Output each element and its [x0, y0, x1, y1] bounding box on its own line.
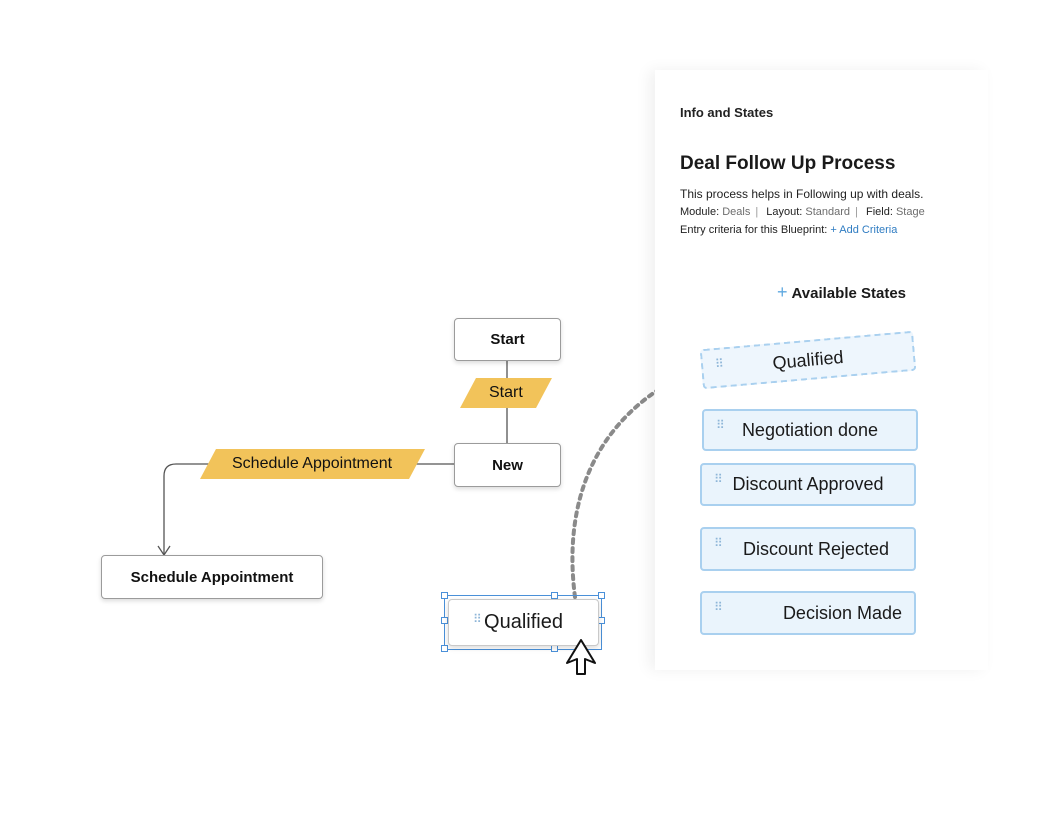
resize-handle[interactable] [551, 592, 558, 599]
resize-handle[interactable] [598, 617, 605, 624]
drag-handle-icon: ⠿ [714, 600, 724, 614]
state-label: Discount Approved [732, 474, 884, 494]
field-label: Field: [865, 206, 893, 218]
module-label: Module: [680, 206, 720, 218]
available-states-label: Available States [791, 285, 907, 302]
drag-handle-icon: ⠿ [716, 418, 726, 432]
state-label: Discount Rejected [742, 538, 890, 559]
state-item-negotiation-done[interactable]: ⠿ Negotiation done [702, 409, 918, 451]
entry-criteria-label: Entry criteria for this Blueprint: [680, 224, 828, 236]
state-item-discount-approved[interactable]: ⠿ Discount Approved [700, 463, 916, 506]
resize-handle[interactable] [598, 592, 605, 599]
resize-handle[interactable] [551, 645, 558, 652]
available-states-button[interactable]: +Available States [777, 282, 906, 303]
dragged-state-label: Qualified [484, 611, 563, 633]
connector-new-schedule [163, 463, 455, 554]
panel-heading: Info and States [680, 105, 774, 120]
drag-handle-icon: ⠿ [714, 356, 726, 372]
node-label: New [492, 456, 523, 474]
separator: | [755, 206, 759, 218]
blueprint-title: Deal Follow Up Process [680, 153, 896, 174]
node-label: Start [490, 331, 525, 348]
new-node[interactable]: New [454, 443, 561, 487]
plus-icon: + [777, 282, 788, 302]
layout-label: Layout: [766, 206, 803, 218]
drag-handle-icon: ⠿ [473, 612, 482, 626]
blueprint-meta: Module: Deals| Layout: Standard| Field: … [680, 206, 925, 218]
state-item-decision-made[interactable]: ⠿ Decision Made [700, 591, 916, 635]
schedule-appointment-node[interactable]: Schedule Appointment [101, 555, 323, 599]
state-label: Qualified [771, 346, 845, 373]
blueprint-description: This process helps in Following up with … [680, 187, 924, 201]
transition-label: Schedule Appointment [232, 455, 393, 472]
dragged-state-card[interactable]: ⠿ Qualified [448, 599, 599, 646]
separator: | [855, 206, 858, 218]
drag-handle-icon: ⠿ [714, 536, 724, 550]
transition-label: Start [489, 384, 523, 401]
drag-handle-icon: ⠿ [714, 472, 724, 486]
module-value: Deals [722, 206, 751, 218]
layout-value: Standard [805, 206, 851, 218]
node-label: Schedule Appointment [130, 568, 294, 586]
start-transition[interactable]: Start [460, 378, 552, 408]
move-cursor-icon [566, 639, 596, 675]
resize-handle[interactable] [441, 592, 448, 599]
resize-handle[interactable] [441, 645, 448, 652]
state-label: Decision Made [782, 602, 902, 623]
schedule-appointment-transition[interactable]: Schedule Appointment [200, 449, 425, 479]
entry-criteria: Entry criteria for this Blueprint: + Add… [680, 224, 897, 236]
state-item-discount-rejected[interactable]: ⠿ Discount Rejected [700, 527, 916, 571]
add-criteria-link[interactable]: + Add Criteria [830, 224, 898, 236]
field-value: Stage [895, 206, 925, 218]
resize-handle[interactable] [441, 617, 448, 624]
state-label: Negotiation done [741, 419, 879, 440]
start-node[interactable]: Start [454, 318, 561, 361]
